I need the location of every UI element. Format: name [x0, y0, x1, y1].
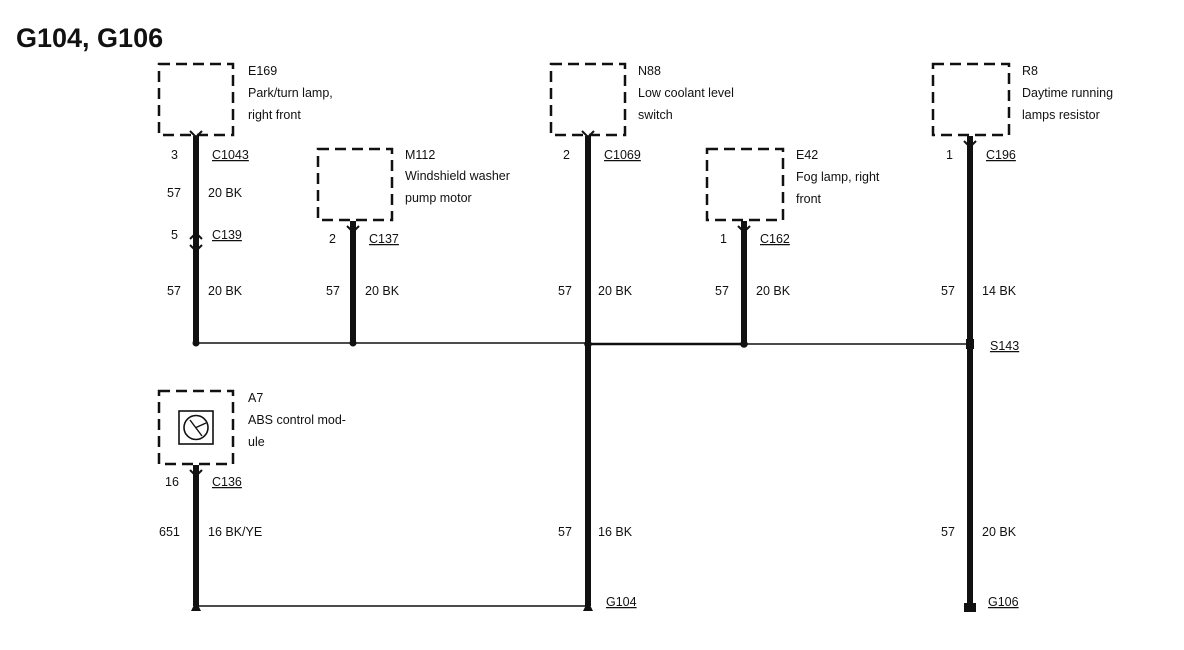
wire-spec: 16 BK/YE: [208, 525, 262, 539]
wire-circuit: 57: [715, 284, 729, 298]
connector-c1043: C1043: [212, 148, 249, 162]
wire-spec: 20 BK: [598, 284, 633, 298]
component-box-n88: [549, 62, 627, 137]
label-r8: R8 Daytime running lamps resistor: [1022, 64, 1113, 122]
component-desc: Park/turn lamp,: [248, 86, 333, 100]
connector-c136: C136: [212, 475, 242, 489]
component-box-a7: [157, 389, 235, 466]
pin-number: 5: [171, 228, 178, 242]
connector-c139: C139: [212, 228, 242, 242]
wire-spec: 20 BK: [756, 284, 791, 298]
label-m112: M112 Windshield washer pump motor: [405, 148, 510, 205]
label-n88: N88 Low coolant level switch: [638, 64, 734, 122]
component-id: E42: [796, 148, 818, 162]
wire-spec: 14 BK: [982, 284, 1017, 298]
ground-terminal-g104: [583, 601, 593, 611]
pin-number: 2: [329, 232, 336, 246]
label-e42: E42 Fog lamp, right front: [796, 148, 880, 206]
connector-chevron-c136: [189, 469, 203, 478]
splice-s143-marker: [966, 339, 974, 349]
ground-g106-label: G106: [988, 595, 1019, 609]
wire-circuit: 57: [941, 284, 955, 298]
ground-terminal-g106: [964, 603, 976, 612]
component-id: A7: [248, 391, 263, 405]
wire-circuit: 57: [941, 525, 955, 539]
wire-spec: 20 BK: [365, 284, 400, 298]
component-id: M112: [405, 148, 435, 162]
component-id: E169: [248, 64, 277, 78]
wire-circuit: 57: [326, 284, 340, 298]
wire-circuit: 57: [558, 284, 572, 298]
component-desc: Low coolant level: [638, 86, 734, 100]
component-desc: switch: [638, 108, 673, 122]
connector-labels: 3 C1043 5 C139 2 C137 2 C1069 1 C162 1 C…: [165, 148, 1016, 489]
component-id: N88: [638, 64, 661, 78]
component-box-e169: [157, 62, 235, 137]
wire-circuit: 57: [167, 284, 181, 298]
component-id: R8: [1022, 64, 1038, 78]
component-desc: Fog lamp, right: [796, 170, 880, 184]
ground-symbols: [191, 601, 976, 612]
wire-spec: 20 BK: [208, 284, 243, 298]
connector-chevron-c162: [737, 225, 751, 234]
component-desc: right front: [248, 108, 301, 122]
pin-number: 1: [946, 148, 953, 162]
junction-dot: [740, 340, 748, 348]
component-desc: lamps resistor: [1022, 108, 1100, 122]
wire-circuit: 57: [558, 525, 572, 539]
junction-dot: [584, 340, 592, 348]
component-box-r8: [931, 62, 1011, 137]
connector-symbols: [189, 130, 977, 478]
component-desc: Daytime running: [1022, 86, 1113, 100]
splice-s143-label: S143: [990, 339, 1019, 353]
junction-dot: [349, 339, 357, 347]
label-e169: E169 Park/turn lamp, right front: [248, 64, 333, 122]
ground-g104-label: G104: [606, 595, 637, 609]
connector-chevron-c137: [346, 225, 360, 234]
wire-labels: 57 20 BK 57 20 BK 57 20 BK 57 20 BK 57 2…: [159, 186, 1017, 539]
connector-c196: C196: [986, 148, 1016, 162]
wire-circuit: 57: [167, 186, 181, 200]
wire-circuit: 651: [159, 525, 180, 539]
diagram-title: G104, G106: [16, 23, 163, 53]
pin-number: 3: [171, 148, 178, 162]
connector-chevron-c139-upper: [189, 231, 203, 240]
connector-chevron-c196: [963, 140, 977, 149]
pin-number: 2: [563, 148, 570, 162]
component-desc: ABS control mod-: [248, 413, 346, 427]
wire-spec: 20 BK: [208, 186, 243, 200]
connector-chevron-c139-lower: [189, 244, 203, 253]
junction-dot: [192, 339, 200, 347]
component-desc: ule: [248, 435, 265, 449]
wire-spec: 20 BK: [982, 525, 1017, 539]
abs-module-icon: [178, 410, 214, 445]
component-desc: Windshield washer: [405, 169, 510, 183]
pin-number: 16: [165, 475, 179, 489]
connector-chevron-c1069: [581, 130, 595, 139]
component-box-e42: [705, 147, 785, 222]
connector-c162: C162: [760, 232, 790, 246]
pin-number: 1: [720, 232, 727, 246]
ground-terminal: [191, 601, 201, 611]
wire-spec: 16 BK: [598, 525, 633, 539]
component-box-m112: [316, 147, 394, 222]
label-a7: A7 ABS control mod- ule: [248, 391, 346, 449]
connector-c1069: C1069: [604, 148, 641, 162]
component-desc: front: [796, 192, 822, 206]
connector-chevron-c1043: [189, 130, 203, 139]
connector-c137: C137: [369, 232, 399, 246]
component-desc: pump motor: [405, 191, 472, 205]
junction-dots: [192, 339, 974, 349]
